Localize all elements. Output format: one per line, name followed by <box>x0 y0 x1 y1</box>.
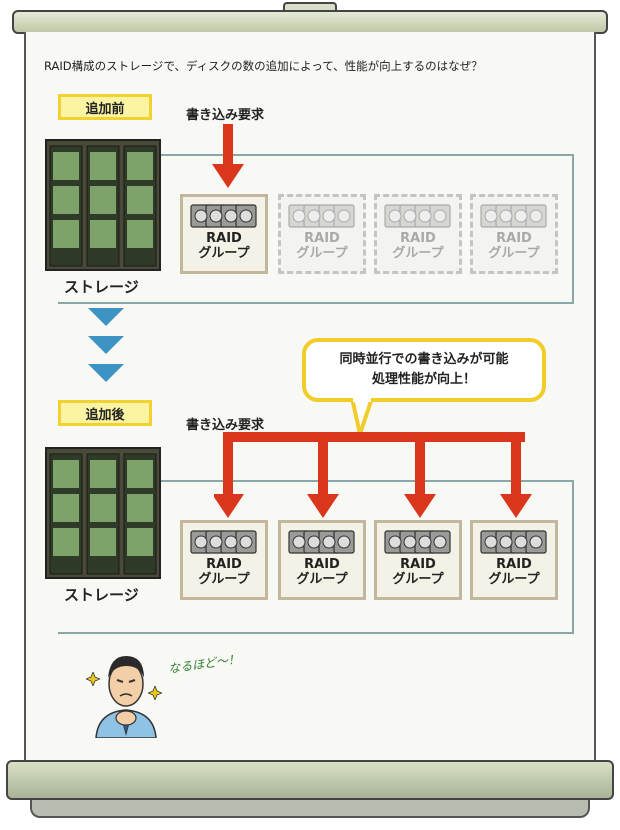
disk-stack-icon <box>384 204 451 228</box>
person-character-icon <box>95 656 157 738</box>
disk-stack-icon <box>190 204 257 228</box>
after-storage-label: ストレージ <box>64 586 139 604</box>
raid-sublabel: グループ <box>198 572 250 587</box>
disk-stack-icon <box>480 530 547 554</box>
raid-label: RAID <box>400 557 436 572</box>
disk-stack-icon <box>384 530 451 554</box>
raid-label: RAID <box>400 231 436 246</box>
raid-label: RAID <box>206 231 242 246</box>
after-panel <box>58 480 574 634</box>
after-tag: 追加後 <box>58 400 152 426</box>
raid-label: RAID <box>304 557 340 572</box>
raid-group-after-1: RAID グループ <box>180 520 268 600</box>
callout-bubble: 同時並行での書き込みが可能 処理性能が向上！ <box>302 338 546 402</box>
disk-stack-icon <box>190 530 257 554</box>
raid-sublabel: グループ <box>296 246 348 261</box>
sparkle-icon <box>86 672 100 686</box>
raid-group-before-4: RAID グループ <box>470 194 558 274</box>
raid-group-after-2: RAID グループ <box>278 520 366 600</box>
disk-stack-icon <box>288 204 355 228</box>
raid-sublabel: グループ <box>392 572 444 587</box>
raid-sublabel: グループ <box>488 246 540 261</box>
raid-group-before-3: RAID グループ <box>374 194 462 274</box>
before-request-label: 書き込み要求 <box>186 108 265 123</box>
callout-line2: 処理性能が向上！ <box>371 372 476 387</box>
callout-tail-icon <box>350 398 374 436</box>
raid-group-after-3: RAID グループ <box>374 520 462 600</box>
raid-group-after-4: RAID グループ <box>470 520 558 600</box>
flow-chevron-icon <box>88 308 124 382</box>
poster-base <box>6 760 614 800</box>
callout-line1: 同時並行での書き込みが可能 <box>339 352 509 367</box>
before-panel <box>58 154 574 304</box>
raid-sublabel: グループ <box>392 246 444 261</box>
write-arrow-icon <box>212 124 244 188</box>
branch-arrows-icon <box>214 432 532 518</box>
raid-group-before-1: RAID グループ <box>180 194 268 274</box>
storage-rack-icon <box>45 139 161 271</box>
raid-label: RAID <box>206 557 242 572</box>
raid-group-before-2: RAID グループ <box>278 194 366 274</box>
before-storage-label: ストレージ <box>64 278 139 296</box>
disk-stack-icon <box>480 204 547 228</box>
raid-label: RAID <box>496 557 532 572</box>
raid-label: RAID <box>304 231 340 246</box>
raid-sublabel: グループ <box>296 572 348 587</box>
question-text: RAID構成のストレージで、ディスクの数の追加によって、性能が向上するのはなぜ？ <box>44 59 483 73</box>
disk-stack-icon <box>288 530 355 554</box>
poster-base-foot <box>30 800 590 818</box>
raid-sublabel: グループ <box>488 572 540 587</box>
storage-rack-icon <box>45 447 161 579</box>
sparkle-icon <box>148 686 162 700</box>
raid-label: RAID <box>496 231 532 246</box>
raid-sublabel: グループ <box>198 246 250 261</box>
before-tag: 追加前 <box>58 94 152 120</box>
after-request-label: 書き込み要求 <box>186 418 265 433</box>
poster-top-roller <box>12 10 608 34</box>
